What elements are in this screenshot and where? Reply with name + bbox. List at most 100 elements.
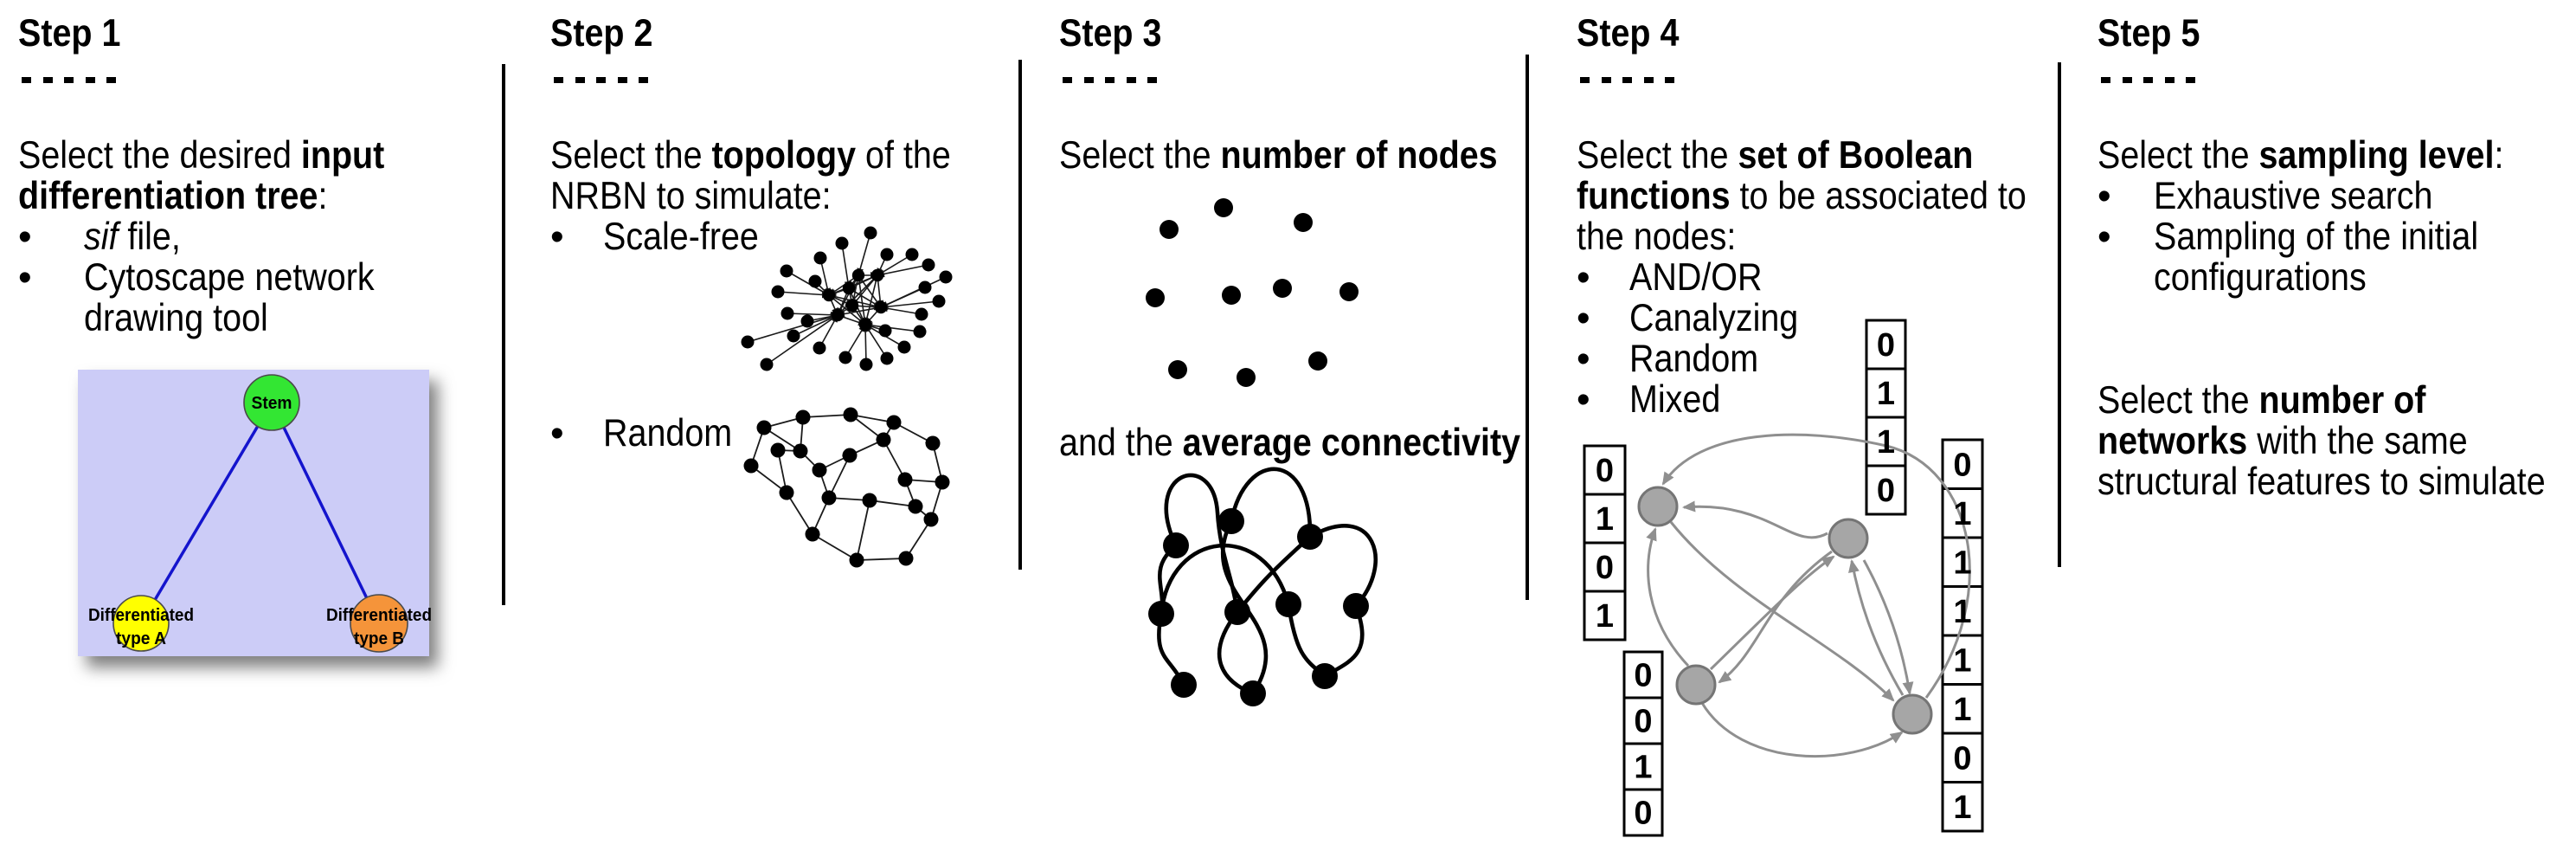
truth-table-bit: 0	[1596, 550, 1614, 586]
dash-mark	[1105, 77, 1115, 83]
dash-mark	[1601, 77, 1611, 83]
step-4-line-2: the nodes:	[1577, 216, 1757, 257]
bullet-icon: •	[550, 216, 564, 259]
tree-node-label: type A	[116, 629, 166, 648]
text-segment-bold: networks	[2097, 420, 2248, 463]
truth-table-bit: 0	[1596, 453, 1614, 489]
dash-mark	[106, 77, 116, 83]
step-4-line-0: Select the set of Boolean	[1577, 135, 2025, 176]
bullet-icon: •	[18, 216, 32, 259]
text-segment-bold: sampling level	[2258, 134, 2495, 177]
step-1-line-3: • Cytoscape network	[18, 257, 412, 298]
line-text: drawing tool	[84, 298, 268, 338]
text-segment: Cytoscape network	[84, 256, 375, 300]
line-text: Sampling of the initial	[2154, 216, 2478, 257]
dash-mark	[2164, 77, 2175, 83]
step-5-line-0: Select the sampling level:	[2097, 135, 2556, 176]
tree-node-label: Differentiated	[326, 606, 432, 625]
text-segment: Select the	[550, 134, 712, 177]
bullet-icon: •	[550, 412, 564, 455]
text-segment-bold: functions	[1577, 175, 1731, 218]
line-text: and the average connectivity	[1059, 422, 1520, 463]
bullet-icon: •	[18, 256, 32, 300]
step-2-header: Step 2	[550, 13, 666, 54]
text-segment: :	[2494, 134, 2504, 177]
step-1-line-0: Select the desired input	[18, 135, 432, 176]
line-text: Select the topology of the	[550, 135, 951, 176]
truth-table-bit: 0	[1953, 447, 1971, 483]
bullet-icon: •	[2097, 216, 2111, 259]
dash-mark	[2143, 77, 2153, 83]
text-segment-bold: topology	[711, 134, 857, 177]
truth-table-bit: 1	[1877, 376, 1895, 412]
boolean-node	[1675, 664, 1717, 706]
text-segment-bold: differentiation tree	[18, 175, 318, 218]
dash-mark	[596, 77, 606, 83]
text-segment: Sampling of the initial	[2154, 216, 2479, 259]
line-text: Select the number of nodes	[1059, 135, 1498, 176]
line-text: the nodes:	[1577, 216, 1736, 257]
step-4-line-1: functions to be associated to	[1577, 176, 2085, 216]
text-segment: Select the	[2097, 379, 2259, 422]
line-text: Random	[1629, 338, 1758, 379]
dash-mark	[639, 77, 648, 83]
step-4-header-label: Step 4	[1577, 12, 1680, 55]
text-segment: NRBN to simulate:	[550, 175, 832, 218]
truth-table-bit: 0	[1877, 473, 1895, 509]
step-4-line-6: • Mixed	[1577, 379, 1732, 420]
bullet-icon: •	[1577, 378, 1590, 422]
line-text: Select the set of Boolean	[1577, 135, 1973, 176]
line-text: Exhaustive search	[2154, 176, 2432, 216]
step-5-line-1: •Exhaustive search	[2097, 176, 2469, 216]
step-1-header-label: Step 1	[18, 12, 121, 55]
figure-random	[743, 407, 950, 568]
figure-dots	[1146, 198, 1359, 387]
truth-table-bit: 1	[1953, 642, 1971, 679]
line-text: networks with the same	[2097, 421, 2468, 461]
text-segment: :	[318, 175, 328, 218]
truth-table-bit: 1	[1953, 594, 1971, 630]
figure-scalefree	[741, 226, 953, 371]
dash-mark	[1126, 77, 1136, 83]
dash-mark	[42, 77, 53, 83]
step-5-line-3: configurations	[2097, 257, 2394, 298]
truth-table-bit: 1	[1877, 424, 1895, 461]
step-1-line-1: differentiation tree:	[18, 176, 368, 216]
truth-table-bit: 0	[1877, 327, 1895, 364]
line-text: differentiation tree:	[18, 176, 327, 216]
step-4-line-5: • Random	[1577, 338, 1776, 379]
step-2-header-label: Step 2	[550, 12, 653, 55]
bullet-icon: •	[1577, 256, 1590, 300]
line-text: configurations	[2154, 257, 2367, 298]
figure-tangle	[1148, 467, 1378, 706]
text-segment-bold: average connectivity	[1182, 422, 1521, 465]
line-text: Mixed	[1629, 379, 1720, 420]
column-divider-1	[502, 64, 505, 605]
text-segment: Select the	[1577, 134, 1738, 177]
boolean-node	[1828, 518, 1869, 559]
step-2-line-3: • Random	[550, 413, 749, 454]
dash-mark	[2101, 77, 2110, 83]
text-segment-bold: input	[300, 134, 385, 177]
text-segment-bold: set of Boolean	[1738, 134, 1974, 177]
text-segment: Random	[1629, 338, 1759, 381]
text-segment: Random	[603, 412, 733, 455]
dash-mark	[1622, 77, 1632, 83]
step-2-line-1: NRBN to simulate:	[550, 176, 868, 216]
step-5-line-6: structural features to simulate	[2097, 461, 2576, 502]
tree-node	[243, 374, 300, 431]
step-5-header-label: Step 5	[2097, 12, 2200, 55]
truth-table-bit: 1	[1953, 692, 1971, 728]
step-3-line-0: Select the number of nodes	[1059, 135, 1554, 176]
dash-mark	[2122, 77, 2132, 83]
text-segment: file,	[118, 216, 181, 259]
truth-table-bit: 0	[1634, 658, 1652, 694]
text-segment: Exhaustive search	[2154, 175, 2433, 218]
text-segment: drawing tool	[84, 297, 268, 340]
step-1-header: Step 1	[18, 13, 134, 54]
dash-mark	[575, 77, 585, 83]
bullet-icon: •	[1577, 338, 1590, 381]
text-segment: Mixed	[1629, 378, 1721, 422]
text-segment: Select the	[1059, 134, 1221, 177]
